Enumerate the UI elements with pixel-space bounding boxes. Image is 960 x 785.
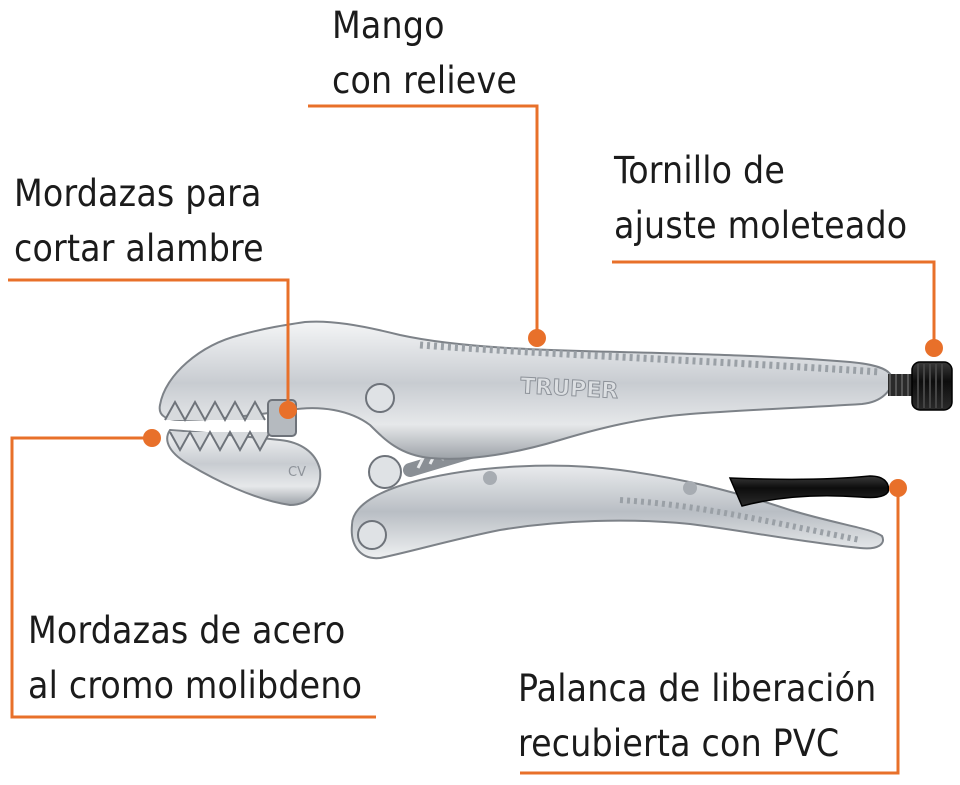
pliers-illustration: TRUPER CV — [158, 320, 953, 560]
callout-line-handle — [308, 104, 539, 338]
callout-line-screw — [612, 260, 936, 348]
label-steel-jaws: Mordazas de acero al cromo molibdeno — [28, 603, 362, 713]
callout-dot-release — [889, 479, 907, 497]
lower-handle — [350, 464, 884, 560]
label-release-lever: Palanca de liberación recubierta con PVC — [518, 661, 876, 771]
label-cutter-jaws-line1: Mordazas para — [14, 172, 262, 215]
adjustment-screw — [888, 361, 953, 411]
jaw-teeth — [164, 399, 271, 453]
pvc-release-lever — [728, 475, 890, 507]
jaw-stamp: CV — [288, 465, 306, 480]
lower-pivot-rivet — [357, 520, 387, 550]
label-adjust-screw-line2: ajuste moleteado — [614, 204, 908, 247]
brand-engraving: TRUPER — [520, 374, 619, 404]
lower-jaw — [166, 428, 322, 507]
label-handle: Mango con relieve — [332, 0, 517, 108]
callout-dot-steel — [143, 429, 161, 447]
label-cutter-jaws-line2: cortar alambre — [14, 227, 264, 270]
spring-rivet — [368, 455, 402, 489]
label-handle-line1: Mango — [332, 4, 445, 47]
label-steel-jaws-line2: al cromo molibdeno — [28, 664, 363, 707]
handle-rivet-2 — [683, 481, 697, 495]
label-handle-line2: con relieve — [332, 59, 518, 102]
callout-line-release — [520, 488, 900, 775]
callout-line-steel — [10, 436, 376, 719]
label-release-lever-line2: recubierta con PVC — [518, 722, 840, 765]
label-adjust-screw-line1: Tornillo de — [614, 149, 786, 192]
handle-rivet — [483, 471, 497, 485]
callout-dot-screw — [925, 339, 943, 357]
label-steel-jaws-line1: Mordazas de acero — [28, 609, 346, 652]
label-cutter-jaws: Mordazas para cortar alambre — [14, 166, 264, 276]
label-release-lever-line1: Palanca de liberación — [518, 667, 877, 710]
pivot-rivet — [365, 383, 395, 413]
handle-relief — [419, 341, 881, 376]
label-adjust-screw: Tornillo de ajuste moleteado — [614, 143, 907, 253]
upper-handle — [158, 320, 894, 460]
callout-dot-handle — [528, 329, 546, 347]
callout-dot-cutter — [279, 401, 297, 419]
callout-line-cutter — [8, 278, 290, 410]
